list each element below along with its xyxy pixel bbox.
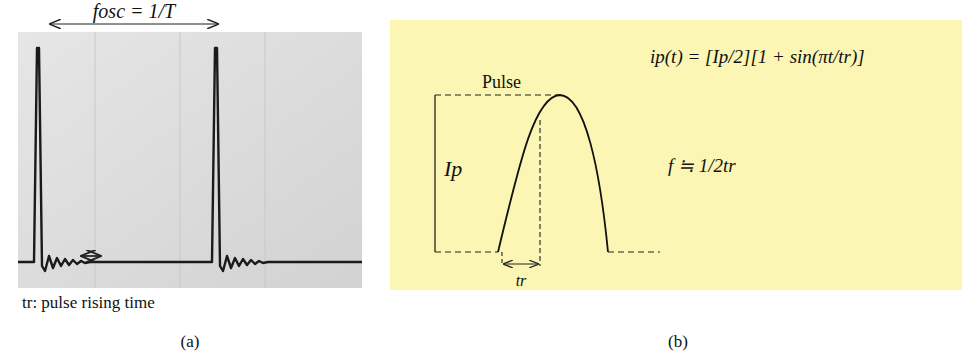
rise-time-label: tr (516, 272, 527, 290)
frequency-formula: f ≒ 1/2tr (668, 154, 736, 177)
pulse-title: Pulse (482, 72, 521, 93)
frequency-label: fosc = 1/T (93, 0, 175, 23)
panel-letter: (a) (181, 332, 200, 352)
amplitude-label: Ip (444, 156, 462, 182)
pulse-equation: ip(t) = [Ip/2][1 + sin(πt/tr)] (650, 46, 865, 68)
rise-time-note: tr: pulse rising time (22, 293, 155, 313)
panel-letter: (b) (668, 332, 688, 352)
formula-panel: PulseIp ip(t) = [Ip/2][1 + sin(πt/tr)] f ≒… (390, 20, 962, 290)
